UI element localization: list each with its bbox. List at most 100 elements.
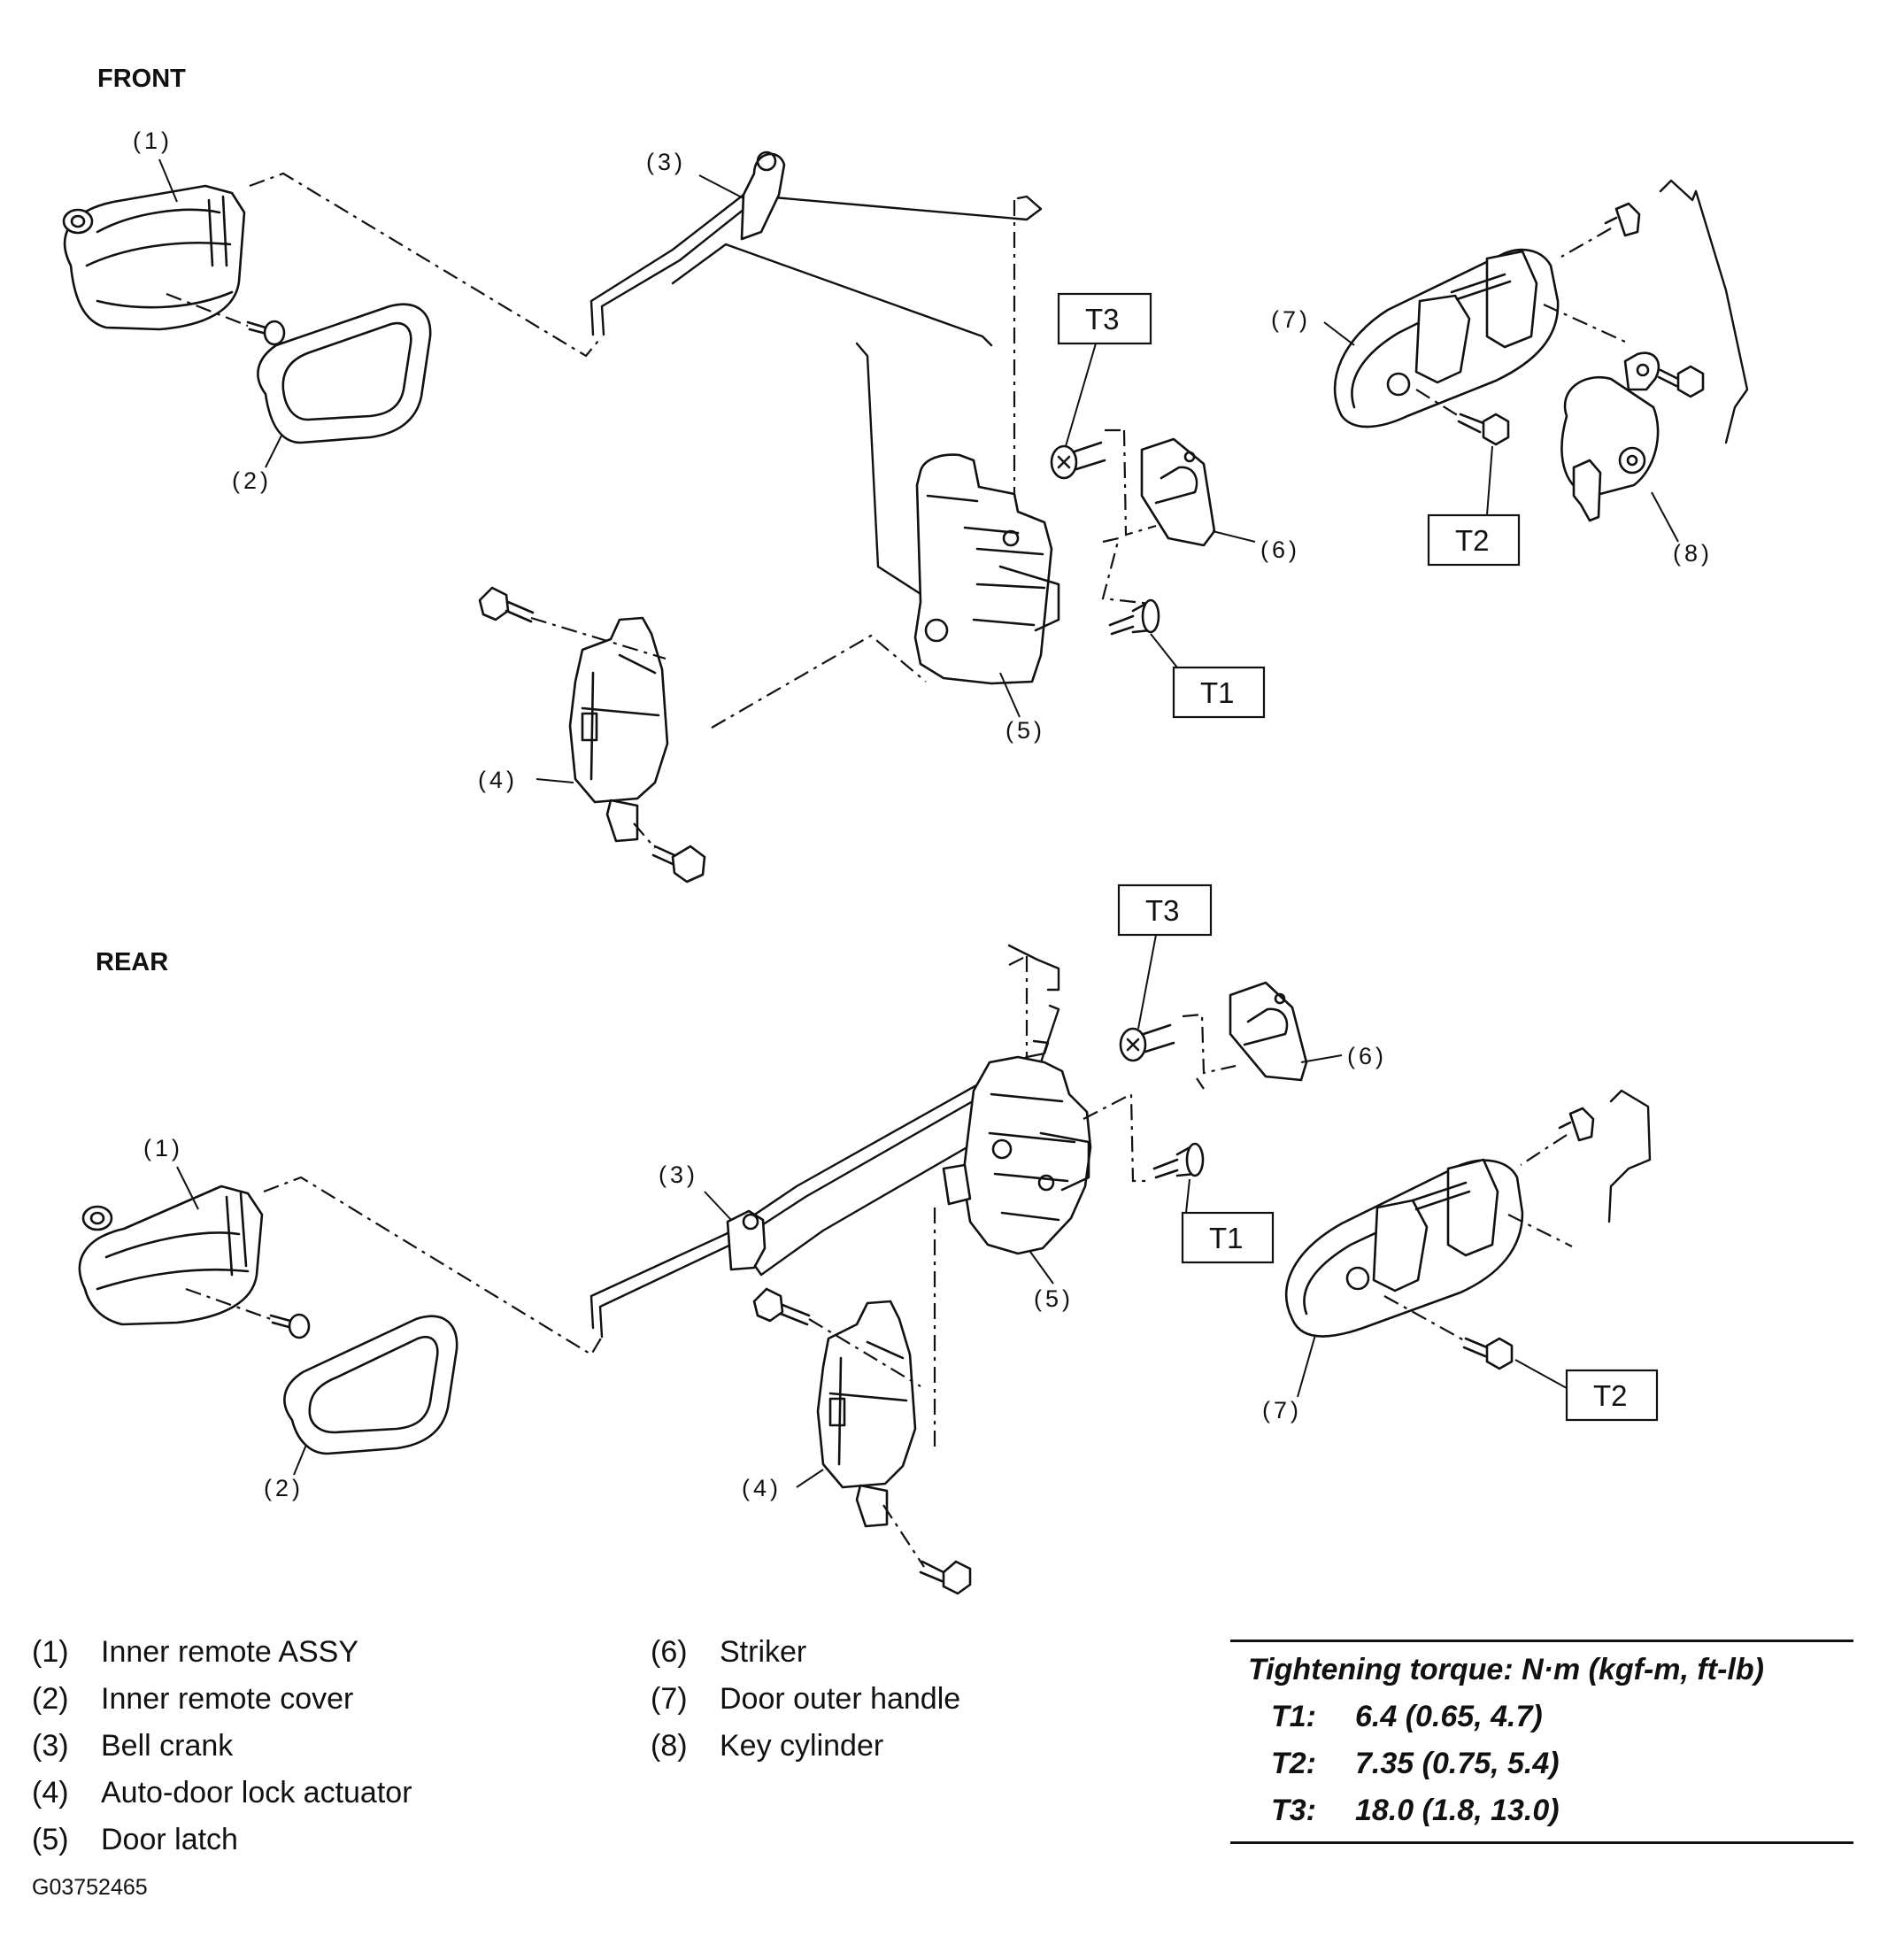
front-auto-door-lock-actuator bbox=[568, 616, 669, 843]
rear-bell-crank bbox=[589, 1004, 1060, 1339]
rear-screw-1 bbox=[269, 1313, 311, 1339]
legend-num: (3) bbox=[32, 1729, 69, 1763]
front-handle-bolt bbox=[1457, 413, 1510, 446]
front-t1-tag bbox=[1172, 666, 1266, 719]
front-key-cylinder bbox=[1560, 351, 1660, 522]
rear-latch-screw bbox=[1152, 1142, 1205, 1179]
legend-label: Inner remote cover bbox=[101, 1682, 354, 1716]
rear-t2-tag bbox=[1565, 1369, 1659, 1422]
legend-num: (2) bbox=[32, 1682, 69, 1716]
rear-door-outer-handle bbox=[1284, 1158, 1524, 1338]
front-bolt-actuator-top bbox=[478, 586, 535, 623]
front-key-cylinder-bolt bbox=[1657, 365, 1705, 398]
front-handle-rod bbox=[1659, 179, 1749, 444]
legend-item: (5) Door latch bbox=[32, 1817, 412, 1864]
torque-table: Tightening torque: N·m (kgf-m, ft-lb) T1… bbox=[1230, 1640, 1853, 1844]
legend-item: (6) Striker bbox=[651, 1629, 960, 1676]
rear-striker-screw bbox=[1119, 1023, 1175, 1062]
rear-t3-label: T3 bbox=[1145, 894, 1180, 927]
legend-num: (6) bbox=[651, 1635, 688, 1669]
front-t2-tag bbox=[1427, 513, 1521, 567]
front-door-outer-handle bbox=[1333, 248, 1560, 428]
torque-key: T1: bbox=[1271, 1700, 1316, 1733]
legend-label: Bell crank bbox=[101, 1729, 234, 1763]
front-inner-remote-cover bbox=[257, 303, 432, 444]
legend-item: (3) Bell crank bbox=[32, 1723, 412, 1770]
front-t1-label: T1 bbox=[1200, 676, 1235, 709]
legend-middle-column: (6) Striker (7) Door outer handle (8) Key c… bbox=[651, 1629, 960, 1770]
rear-callout-3: (3) bbox=[659, 1161, 698, 1188]
legend-num: (4) bbox=[32, 1776, 69, 1810]
rear-callout-5: (5) bbox=[1034, 1285, 1074, 1312]
legend-num: (5) bbox=[32, 1823, 69, 1856]
rear-latch-rod bbox=[1007, 944, 1060, 992]
legend-num: (1) bbox=[32, 1635, 69, 1669]
front-callout-7: (7) bbox=[1271, 306, 1311, 333]
legend-num: (8) bbox=[651, 1729, 688, 1763]
front-callout-6: (6) bbox=[1260, 536, 1300, 563]
rear-handle-bolt bbox=[1462, 1337, 1514, 1370]
front-latch-screw bbox=[1108, 598, 1160, 636]
torque-value: 18.0 (1.8, 13.0) bbox=[1355, 1794, 1560, 1827]
torque-row: T2: 7.35 (0.75, 5.4) bbox=[1230, 1740, 1853, 1787]
rear-callout-6: (6) bbox=[1347, 1043, 1387, 1069]
torque-key: T3: bbox=[1271, 1794, 1316, 1827]
front-striker-screw bbox=[1050, 441, 1106, 480]
front-nut bbox=[62, 208, 94, 235]
legend-item: (8) Key cylinder bbox=[651, 1723, 960, 1770]
front-striker bbox=[1140, 437, 1216, 547]
rear-handle-clip bbox=[1558, 1107, 1595, 1142]
rear-auto-door-lock-actuator bbox=[816, 1300, 917, 1528]
front-callout-1: (1) bbox=[133, 127, 173, 154]
legend-label: Inner remote ASSY bbox=[101, 1635, 359, 1669]
legend-label: Door latch bbox=[101, 1823, 238, 1856]
legend-item: (7) Door outer handle bbox=[651, 1676, 960, 1723]
rear-callout-4: (4) bbox=[742, 1475, 782, 1501]
front-inner-remote-assy bbox=[63, 184, 246, 331]
legend-left-column: (1) Inner remote ASSY (2) Inner remote cov… bbox=[32, 1629, 412, 1864]
front-bell-crank bbox=[589, 150, 1043, 347]
legend-num: (7) bbox=[651, 1682, 688, 1716]
figure-id: G03752465 bbox=[32, 1875, 148, 1900]
legend-label: Door outer handle bbox=[720, 1682, 961, 1716]
legend-label: Auto-door lock actuator bbox=[101, 1776, 412, 1810]
front-t3-tag bbox=[1057, 292, 1152, 345]
front-door-latch bbox=[855, 342, 1060, 685]
rear-callout-2: (2) bbox=[264, 1475, 304, 1501]
legend-item: (1) Inner remote ASSY bbox=[32, 1629, 412, 1676]
torque-value: 7.35 (0.75, 5.4) bbox=[1355, 1747, 1560, 1780]
front-callout-8: (8) bbox=[1673, 540, 1713, 567]
rear-t3-tag bbox=[1117, 884, 1213, 937]
front-screw-1 bbox=[246, 320, 286, 346]
torque-key: T2: bbox=[1271, 1747, 1316, 1780]
rear-inner-remote-cover bbox=[283, 1315, 458, 1455]
rear-nut bbox=[81, 1205, 113, 1231]
front-callout-2: (2) bbox=[232, 467, 272, 494]
legend-item: (4) Auto-door lock actuator bbox=[32, 1770, 412, 1817]
front-handle-clip bbox=[1604, 202, 1641, 237]
legend-item: (2) Inner remote cover bbox=[32, 1676, 412, 1723]
rear-handle-rod bbox=[1607, 1089, 1652, 1223]
front-section-title: FRONT bbox=[97, 65, 186, 93]
legend-label: Striker bbox=[720, 1635, 807, 1669]
legend-label: Key cylinder bbox=[720, 1729, 884, 1763]
rear-striker bbox=[1229, 981, 1308, 1082]
torque-header: Tightening torque: N·m (kgf-m, ft-lb) bbox=[1248, 1653, 1764, 1686]
rear-t1-tag bbox=[1181, 1211, 1275, 1264]
front-t2-label: T2 bbox=[1455, 524, 1490, 557]
torque-row: T1:6.4 (0.65, 4.7) bbox=[1230, 1694, 1853, 1740]
rear-door-latch bbox=[942, 1055, 1092, 1255]
rear-bolt-actuator-bottom bbox=[919, 1560, 972, 1595]
front-callout-3: (3) bbox=[646, 149, 686, 175]
rear-bolt-actuator-top bbox=[752, 1287, 811, 1326]
rear-t2-label: T2 bbox=[1593, 1379, 1628, 1412]
torque-row: T3: 18.0 (1.8, 13.0) bbox=[1230, 1787, 1853, 1834]
rear-inner-remote-assy bbox=[78, 1184, 264, 1326]
front-t3-label: T3 bbox=[1085, 303, 1120, 336]
rear-section-title: REAR bbox=[96, 948, 168, 976]
rear-callout-1: (1) bbox=[143, 1135, 183, 1161]
rear-callout-7: (7) bbox=[1262, 1397, 1302, 1424]
front-bolt-actuator-bottom bbox=[651, 845, 706, 884]
rear-t1-label: T1 bbox=[1209, 1222, 1244, 1254]
